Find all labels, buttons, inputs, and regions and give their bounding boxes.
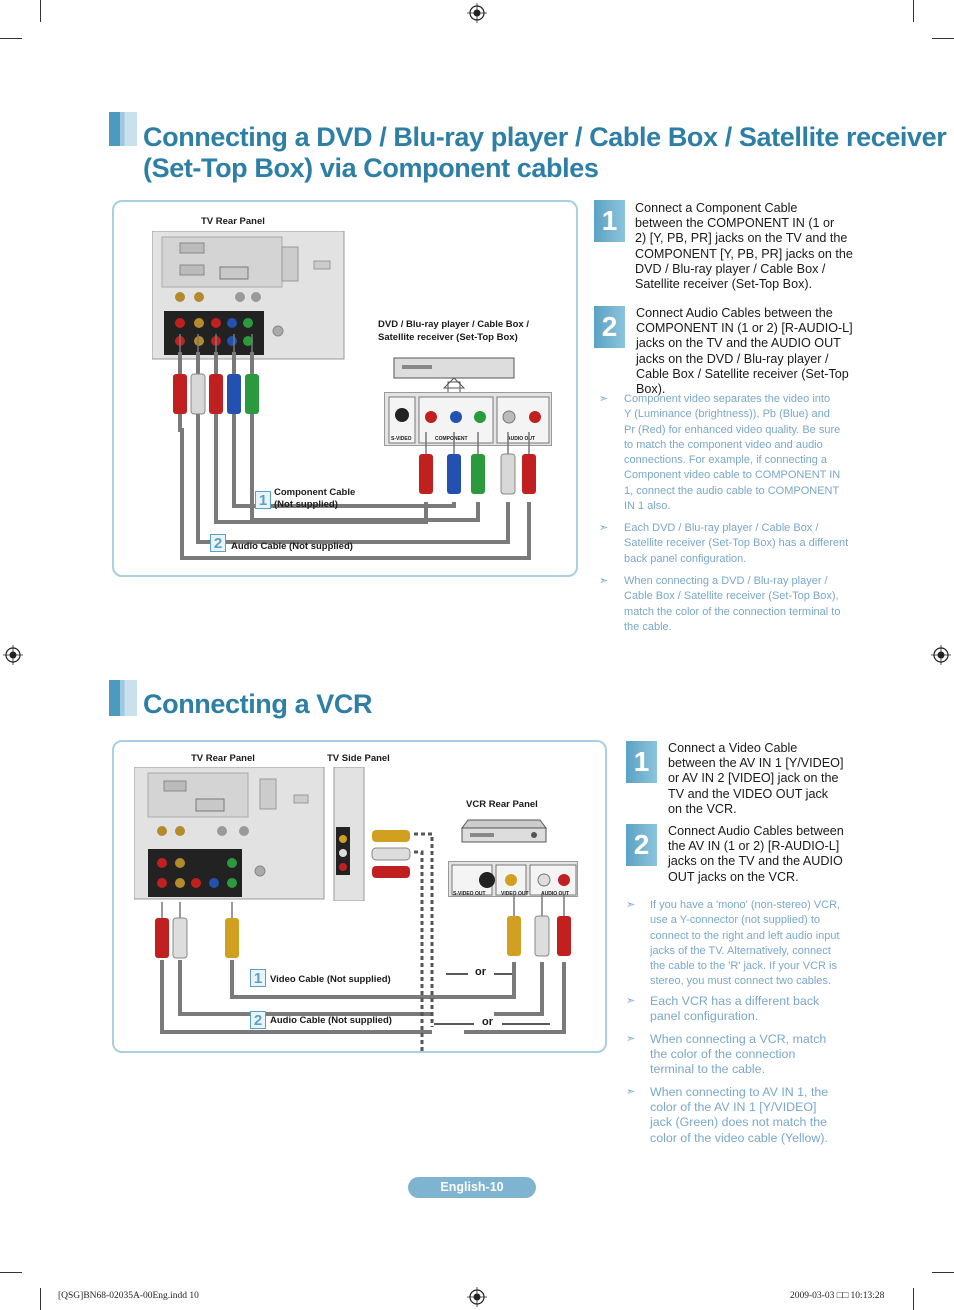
section-title: Connecting a VCR	[143, 689, 373, 719]
slug-left: [QSG]BN68-02035A-00Eng.indd 10	[58, 1291, 199, 1301]
note-text: Component video separates the video into…	[624, 393, 841, 513]
section-title: Connecting a DVD / Blu-ray player / Cabl…	[143, 122, 947, 152]
tv-rear-panel-illustration	[134, 767, 325, 900]
cable-step-number: 2	[210, 534, 226, 552]
cable-label: Component Cable	[274, 487, 356, 498]
note-text: When connecting a DVD / Blu-ray player /…	[624, 575, 841, 633]
vcr-rear-ports: S-VIDEO OUT VIDEO OUT AUDIO OUT	[448, 861, 578, 897]
tv-side-panel-label: TV Side Panel	[327, 753, 390, 764]
crop-mark	[932, 38, 954, 39]
component-diagram-panel: TV Rear Panel DVD / Blu-ray player / Cab…	[112, 200, 578, 577]
registration-mark-icon	[467, 3, 487, 23]
crop-mark	[913, 1288, 914, 1310]
device-rear-ports: S-VIDEO COMPONENT AUDIO OUT	[384, 392, 552, 446]
cable-diagram	[173, 334, 536, 560]
vcr-icon	[461, 819, 547, 843]
crop-mark	[932, 1272, 954, 1273]
dvd-player-icon	[393, 357, 515, 395]
crop-mark	[0, 1272, 22, 1273]
note-arrow-icon: ➣	[599, 575, 609, 587]
section-title: (Set-Top Box) via Component cables	[143, 153, 599, 183]
port-label: COMPONENT	[435, 436, 468, 442]
cable-label: (Not supplied)	[274, 499, 338, 510]
port-label: AUDIO OUT	[541, 891, 570, 897]
vcr-rear-panel-label: VCR Rear Panel	[466, 799, 538, 810]
port-label: AUDIO OUT	[507, 436, 536, 442]
tv-rear-panel-label: TV Rear Panel	[191, 753, 255, 764]
step-number: 2	[594, 306, 625, 348]
cable-label: Video Cable (Not supplied)	[270, 974, 391, 985]
note-arrow-icon: ➣	[599, 393, 609, 405]
note-arrow-icon: ➣	[626, 995, 636, 1007]
step-number: 1	[594, 200, 625, 242]
cable-step-number: 1	[250, 969, 266, 987]
registration-mark-icon	[3, 645, 23, 665]
device-label: DVD / Blu-ray player / Cable Box /	[378, 319, 529, 330]
note-arrow-icon: ➣	[599, 522, 609, 534]
or-label: or	[482, 1016, 493, 1028]
cable-step-number: 2	[250, 1011, 266, 1029]
port-label: S-VIDEO	[391, 436, 412, 442]
crop-mark	[40, 1288, 41, 1310]
tv-side-panel-illustration	[333, 767, 365, 901]
note-text: Each DVD / Blu-ray player / Cable Box /S…	[624, 522, 849, 565]
page-number-badge: English-10	[408, 1177, 536, 1198]
note-arrow-icon: ➣	[626, 1086, 636, 1098]
note-arrow-icon: ➣	[626, 899, 636, 911]
note-text: If you have a 'mono' (non-stereo) VCR,us…	[650, 899, 841, 988]
tv-rear-panel-label: TV Rear Panel	[201, 216, 265, 227]
step-number: 1	[626, 741, 657, 783]
port-label: VIDEO OUT	[501, 891, 529, 897]
registration-mark-icon	[931, 645, 951, 665]
cable-label: Audio Cable (Not supplied)	[231, 541, 353, 552]
cable-diagram	[155, 830, 571, 1052]
registration-mark-icon	[467, 1287, 487, 1307]
cable-label: Audio Cable (Not supplied)	[270, 1015, 392, 1026]
vcr-diagram-panel: TV Rear Panel TV Side Panel VCR Rear Pan…	[112, 740, 607, 1053]
port-label: S-VIDEO OUT	[453, 891, 486, 897]
step-number: 2	[626, 824, 657, 866]
device-label: Satellite receiver (Set-Top Box)	[378, 332, 518, 343]
slug-right: 2009-03-03 □□ 10:13:28	[790, 1291, 885, 1301]
title-accent-bar	[109, 680, 137, 716]
title-accent-bar	[109, 112, 137, 146]
crop-mark	[40, 0, 41, 22]
note-arrow-icon: ➣	[626, 1033, 636, 1045]
cable-step-number: 1	[255, 491, 271, 509]
crop-mark	[0, 38, 22, 39]
or-label: or	[475, 966, 486, 978]
crop-mark	[913, 0, 914, 22]
